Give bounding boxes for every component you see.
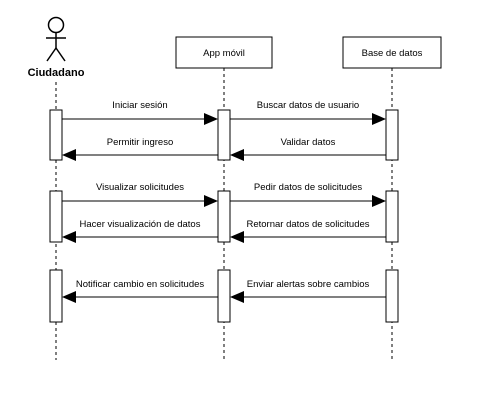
message-label: Buscar datos de usuario — [257, 100, 359, 111]
message-label: Notificar cambio en solicitudes — [76, 279, 205, 290]
message-pedir-datos-solicitudes[interactable]: Pedir datos de solicitudes — [230, 182, 386, 207]
participant-app-label: App móvil — [203, 48, 245, 59]
participant-db[interactable]: Base de datos — [342, 36, 442, 69]
stick-figure-icon — [46, 16, 66, 62]
activation-app-2 — [217, 190, 231, 243]
participant-db-label: Base de datos — [362, 48, 423, 59]
activation-ciudadano-1 — [49, 109, 63, 161]
activation-db-2 — [385, 190, 399, 243]
message-notificar-cambio[interactable]: Notificar cambio en solicitudes — [62, 279, 218, 303]
activation-app-3 — [217, 269, 231, 323]
message-label: Pedir datos de solicitudes — [254, 182, 363, 193]
message-hacer-visualizacion-datos[interactable]: Hacer visualización de datos — [62, 219, 218, 243]
message-label: Validar datos — [281, 137, 336, 148]
message-label: Enviar alertas sobre cambios — [247, 279, 370, 290]
message-enviar-alertas[interactable]: Enviar alertas sobre cambios — [230, 279, 386, 303]
participant-app[interactable]: App móvil — [175, 36, 273, 69]
message-label: Retornar datos de solicitudes — [246, 219, 369, 230]
actor-name: Ciudadano — [28, 67, 85, 79]
message-label: Hacer visualización de datos — [80, 219, 201, 230]
activation-ciudadano-2 — [49, 190, 63, 243]
actor-ciudadano[interactable]: Ciudadano — [28, 16, 85, 80]
activation-app-1 — [217, 109, 231, 161]
activation-db-3 — [385, 269, 399, 323]
message-retornar-datos-solicitudes[interactable]: Retornar datos de solicitudes — [230, 219, 386, 243]
message-label: Permitir ingreso — [107, 137, 174, 148]
message-label: Iniciar sesión — [112, 100, 167, 111]
message-permitir-ingreso[interactable]: Permitir ingreso — [62, 137, 218, 161]
message-iniciar-sesion[interactable]: Iniciar sesión — [62, 100, 218, 125]
activation-ciudadano-3 — [49, 269, 63, 323]
message-visualizar-solicitudes[interactable]: Visualizar solicitudes — [62, 182, 218, 207]
message-label: Visualizar solicitudes — [96, 182, 184, 193]
activation-db-1 — [385, 109, 399, 161]
message-validar-datos[interactable]: Validar datos — [230, 137, 386, 161]
message-buscar-datos-usuario[interactable]: Buscar datos de usuario — [230, 100, 386, 125]
